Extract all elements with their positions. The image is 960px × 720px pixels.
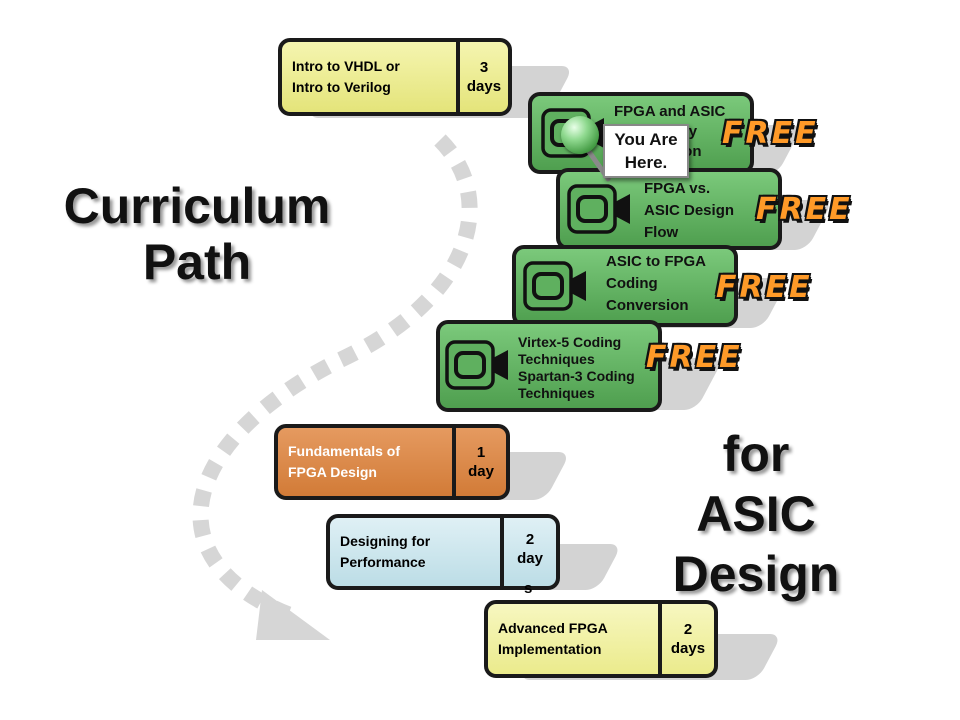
course-name-line1: Fundamentals of bbox=[288, 443, 401, 459]
duration-unit: days bbox=[466, 78, 502, 95]
recorded-course-title: FPGA vs. ASIC Design Flow bbox=[644, 178, 734, 244]
course-name-line1: Intro to VHDL or bbox=[292, 58, 400, 74]
course-name: Intro to VHDL or Intro to Verilog bbox=[282, 42, 456, 112]
duration-number: 1 bbox=[476, 444, 486, 461]
title-line: ASIC Design bbox=[644, 202, 735, 219]
duration-overflow: s bbox=[524, 580, 533, 597]
title-line: Conversion bbox=[606, 297, 689, 314]
video-camera-icon bbox=[567, 184, 630, 234]
recorded-course-title: ASIC to FPGA Coding Conversion bbox=[606, 251, 706, 317]
duration-unit: day bbox=[517, 550, 543, 567]
duration-number: 3 bbox=[479, 59, 489, 76]
you-are-here-callout: You Are Here. bbox=[603, 124, 689, 178]
subtitle-line2: ASIC Design bbox=[672, 486, 840, 602]
course-fundamentals-fpga-design[interactable]: Fundamentals of FPGA Design 1 day bbox=[274, 424, 510, 500]
duration-number: 2 bbox=[683, 621, 693, 638]
recorded-course-fpga-vs-asic-flow[interactable]: FPGA vs. ASIC Design Flow bbox=[556, 168, 782, 250]
course-name-line2: Intro to Verilog bbox=[292, 79, 391, 95]
title-line: ASIC to FPGA bbox=[606, 253, 706, 270]
callout-line2: Here. bbox=[624, 153, 668, 172]
course-name-line1: Designing for bbox=[340, 533, 431, 549]
course-duration: 3 days bbox=[456, 42, 508, 112]
course-name: Advanced FPGA Implementation bbox=[488, 604, 658, 674]
course-name: Fundamentals of FPGA Design bbox=[278, 428, 452, 496]
recorded-course-coding-techniques[interactable]: Virtex-5 Coding Techniques Spartan-3 Cod… bbox=[436, 320, 662, 412]
free-badge: FREE bbox=[722, 116, 819, 151]
subtitle: for ASIC Design bbox=[606, 424, 906, 604]
recorded-course-asic-to-fpga[interactable]: ASIC to FPGA Coding Conversion bbox=[512, 245, 738, 327]
course-designing-for-performance[interactable]: Designing for Performance 2 day bbox=[326, 514, 560, 590]
course-intro-vhdl-verilog[interactable]: Intro to VHDL or Intro to Verilog 3 days bbox=[278, 38, 512, 116]
course-duration: 1 day bbox=[452, 428, 506, 496]
free-badge: FREE bbox=[756, 192, 853, 227]
course-duration: 2 days bbox=[658, 604, 714, 674]
title-line: Coding bbox=[606, 275, 658, 292]
free-badge: FREE bbox=[646, 340, 743, 375]
title-line: Techniques bbox=[518, 351, 595, 367]
free-badge: FREE bbox=[716, 270, 813, 305]
title-line: Flow bbox=[644, 224, 679, 241]
course-advanced-fpga-implementation[interactable]: Advanced FPGA Implementation 2 days bbox=[484, 600, 718, 678]
duration-number: 2 bbox=[525, 531, 535, 548]
arrow-head bbox=[256, 590, 330, 640]
video-camera-icon bbox=[445, 340, 508, 390]
course-name-line2: FPGA Design bbox=[288, 464, 377, 480]
course-name-line2: Performance bbox=[340, 554, 426, 570]
recorded-course-title: Virtex-5 Coding Techniques Spartan-3 Cod… bbox=[518, 334, 635, 402]
course-name-line2: Implementation bbox=[498, 641, 602, 657]
pushpin-icon bbox=[561, 116, 599, 154]
video-camera-icon bbox=[523, 261, 586, 311]
title-line1: Curriculum bbox=[63, 178, 331, 234]
title: Curriculum Path bbox=[62, 178, 332, 290]
callout-line1: You Are bbox=[614, 130, 678, 149]
course-name: Designing for Performance bbox=[330, 518, 500, 586]
course-duration: 2 day bbox=[500, 518, 556, 586]
title-line: Virtex-5 Coding bbox=[518, 334, 622, 350]
title-line2: Path bbox=[142, 234, 252, 290]
title-line: Techniques bbox=[518, 385, 595, 401]
duration-unit: day bbox=[468, 463, 494, 480]
duration-unit: days bbox=[670, 640, 706, 657]
title-line: FPGA vs. bbox=[644, 180, 711, 197]
subtitle-line1: for bbox=[722, 426, 790, 482]
title-line: Spartan-3 Coding bbox=[518, 368, 635, 384]
course-name-line1: Advanced FPGA bbox=[498, 620, 608, 636]
title-line: FPGA and ASIC bbox=[614, 103, 726, 120]
